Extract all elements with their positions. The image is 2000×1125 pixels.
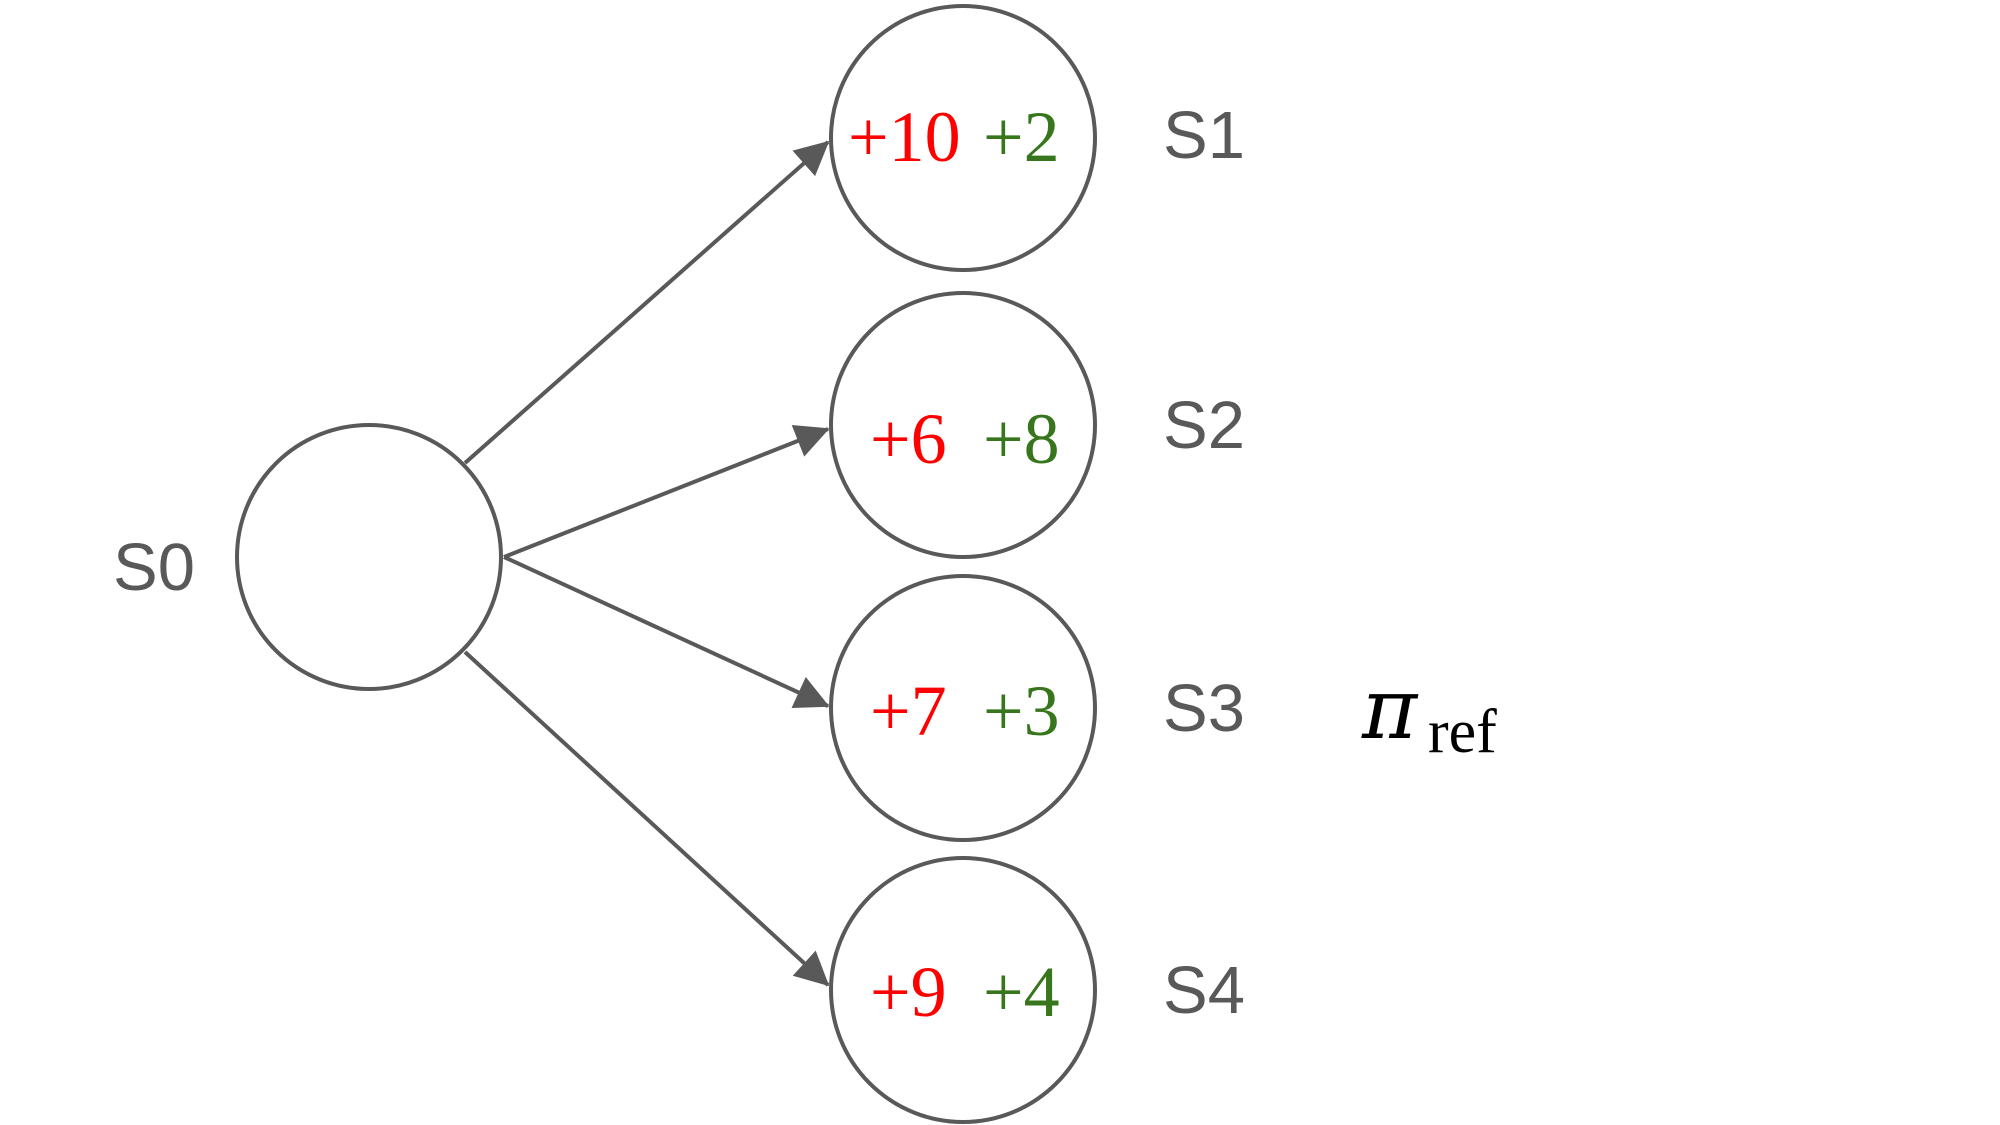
reward-a: +9 <box>870 952 947 1032</box>
child-node-s3: +7 +3 S3 <box>829 574 1245 842</box>
root-label: S0 <box>113 530 195 605</box>
reward-b: +2 <box>983 97 1060 177</box>
edge-s0-s1 <box>463 140 830 465</box>
child-label: S1 <box>1163 98 1245 173</box>
reward-a: +6 <box>870 399 947 479</box>
reward-b: +3 <box>983 671 1060 751</box>
edge-s0-s2 <box>503 425 830 559</box>
child-label: S4 <box>1163 953 1245 1028</box>
child-circle <box>829 574 1097 842</box>
child-circle <box>829 291 1097 559</box>
reward-a: +10 <box>848 97 961 177</box>
child-label: S3 <box>1163 671 1245 746</box>
child-node-s1: +10 +2 S1 <box>829 4 1245 272</box>
policy-symbol: π <box>1361 660 1419 758</box>
child-node-s2: +6 +8 S2 <box>829 291 1245 559</box>
edge-s0-s4 <box>463 650 830 987</box>
reward-b: +8 <box>983 399 1060 479</box>
policy-label: π ref <box>1361 660 1497 766</box>
reward-a: +7 <box>870 671 947 751</box>
child-node-s4: +9 +4 S4 <box>829 856 1245 1124</box>
policy-subscript: ref <box>1428 698 1497 766</box>
child-label: S2 <box>1163 388 1245 463</box>
child-circle <box>829 856 1097 1124</box>
root-node <box>235 423 503 691</box>
reward-b: +4 <box>983 952 1060 1032</box>
child-circle <box>829 4 1097 272</box>
edge-s0-s3 <box>503 555 830 708</box>
